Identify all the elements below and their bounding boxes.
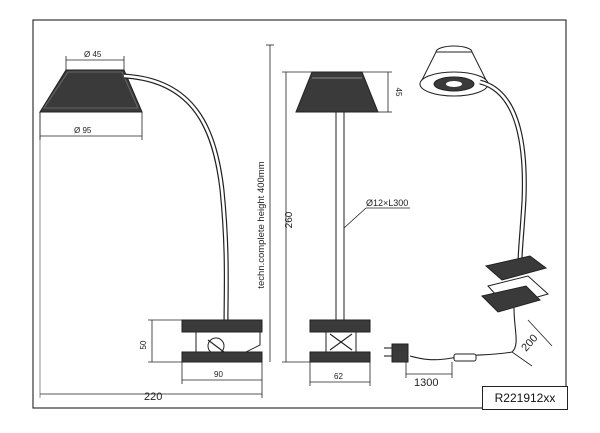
dim-complete-height: techn.complete height 400mm: [256, 161, 267, 288]
middle-clamp-bottom: [309, 351, 371, 363]
left-clamp-spring-line: [207, 339, 225, 353]
dim-clamp-height: 50: [139, 340, 148, 349]
drawing-frame: [32, 19, 567, 409]
left-view-dimensions: Ø 45 Ø 95 220 90 50 techn.complete heigh…: [39, 44, 274, 403]
left-gooseneck: [123, 73, 229, 321]
dim-cable-length: 1300: [414, 377, 438, 389]
left-clamp-bottom: [181, 351, 263, 363]
dim-shade-top-diameter: Ø 45: [84, 50, 102, 59]
dim-line-plug-cable: [527, 319, 553, 347]
right-clamp-bottom: [481, 285, 541, 313]
dim-shade-diameter: Ø 95: [74, 126, 92, 135]
dim-plug-cable: 200: [519, 332, 540, 354]
middle-arm: [335, 111, 345, 321]
dim-base-width: 62: [334, 372, 343, 381]
left-shade-highlight: [42, 71, 139, 109]
right-power-cable: [409, 307, 517, 361]
right-view-dimensions: 1300 200: [405, 319, 553, 389]
dim-arm-spec: Ø12×L300: [366, 198, 408, 208]
dim-leader-arm-spec: [343, 207, 367, 229]
dim-shade-height: 45: [394, 88, 403, 97]
right-shade-led: [446, 81, 462, 87]
dim-total-width: 220: [144, 391, 162, 403]
right-gooseneck: [479, 80, 526, 263]
product-code: R221912xx: [494, 391, 556, 405]
left-clamp-top: [181, 319, 263, 333]
middle-clamp-top: [309, 319, 371, 333]
dim-clamp-width: 90: [214, 370, 223, 379]
right-clamp-top: [484, 255, 548, 281]
left-view-lamp: [39, 69, 263, 363]
power-plug: [391, 343, 409, 363]
product-code-box: R221912xx: [482, 386, 568, 410]
right-view-lamp: [384, 45, 550, 363]
middle-view-dimensions: 260 45 Ø12×L300 62: [282, 71, 410, 386]
dim-arm-height: 260: [284, 211, 295, 228]
cable-switch: [453, 353, 477, 362]
middle-view-lamp: [295, 71, 379, 363]
left-gooseneck-inner: [123, 74, 228, 321]
